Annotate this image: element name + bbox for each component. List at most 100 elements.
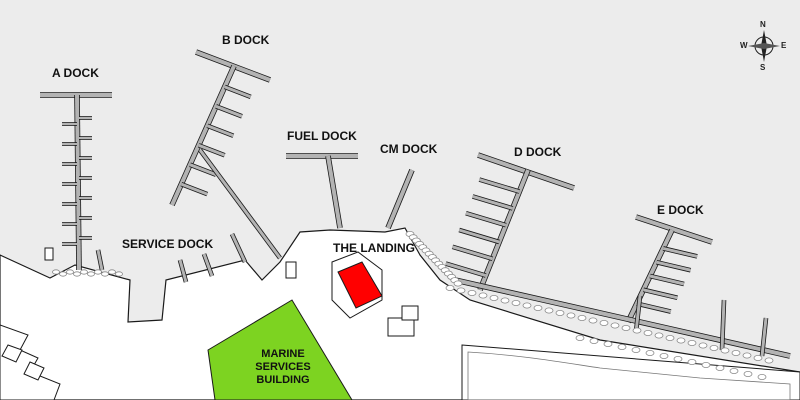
a-dock-label: A DOCK — [52, 66, 99, 80]
b-dock-finger — [215, 104, 243, 118]
compass-s: S — [760, 63, 766, 72]
e-dock-finger — [649, 274, 685, 286]
rock — [575, 334, 585, 341]
service-dock-finger — [96, 249, 104, 271]
d-dock-finger — [445, 262, 487, 278]
rock — [610, 322, 620, 329]
rock — [632, 327, 642, 334]
rock — [544, 307, 554, 314]
rock — [59, 271, 67, 277]
rock — [478, 292, 488, 299]
rock — [631, 346, 641, 353]
d-dock-finger — [458, 228, 500, 244]
rock — [87, 271, 95, 277]
rock — [645, 349, 655, 356]
lower-right-parking — [467, 351, 791, 400]
rock — [742, 352, 752, 359]
e-dock-finger — [636, 302, 672, 314]
b-dock-finger — [180, 182, 208, 196]
service-dock-finger — [202, 253, 214, 277]
b-dock-main — [170, 65, 236, 206]
dock-structures — [40, 49, 791, 359]
rock — [617, 343, 627, 350]
marine-services-label-line3: BUILDING — [256, 374, 310, 386]
rock — [621, 324, 631, 331]
b-dock-finger — [224, 85, 252, 99]
rock — [66, 269, 74, 275]
d-dock-finger — [452, 245, 493, 261]
rock — [456, 287, 466, 294]
b-dock-spur — [198, 149, 282, 259]
rock — [729, 367, 739, 374]
rock — [500, 297, 510, 304]
rock — [522, 302, 532, 309]
rock — [511, 299, 521, 306]
d-dock-finger — [478, 178, 520, 194]
d-dock-main — [478, 169, 530, 291]
rock — [698, 342, 708, 349]
rock — [687, 358, 697, 365]
a-dock-main — [75, 94, 81, 271]
compass-n: N — [760, 20, 766, 29]
compass-e: E — [781, 41, 787, 50]
e-dock-finger — [662, 246, 698, 258]
a-dock-gangway — [44, 247, 54, 261]
rock — [709, 344, 719, 351]
rock — [654, 332, 664, 339]
marine-services-label: MARINE SERVICES BUILDING — [238, 348, 328, 387]
g-dock-finger — [720, 299, 726, 351]
e-dock-head — [635, 215, 713, 244]
rock — [52, 269, 60, 275]
rock — [115, 271, 123, 277]
rock — [555, 309, 565, 316]
rock — [687, 339, 697, 346]
rock — [80, 269, 88, 275]
e-dock-label: E DOCK — [657, 203, 704, 217]
rock — [676, 337, 686, 344]
b-dock-label: B DOCK — [222, 33, 270, 47]
rock — [603, 340, 613, 347]
service-dock-finger — [178, 259, 188, 283]
lower-right-land — [461, 344, 800, 400]
marine-services-label-line1: MARINE — [261, 348, 305, 360]
rock — [453, 280, 463, 287]
rock — [659, 352, 669, 359]
compass-w: W — [740, 41, 748, 50]
compass-rose-icon — [748, 30, 780, 62]
rock — [108, 269, 116, 275]
b-dock-finger — [206, 124, 234, 138]
rock — [73, 271, 81, 277]
service-dock-label: SERVICE DOCK — [122, 237, 214, 251]
rock — [577, 314, 587, 321]
rock — [643, 329, 653, 336]
rock — [757, 373, 767, 380]
rock — [489, 294, 499, 301]
rock — [101, 271, 109, 277]
e-dock-finger — [656, 260, 691, 272]
marine-services-label-line2: SERVICES — [255, 361, 311, 373]
rock — [753, 354, 763, 361]
rock — [588, 317, 598, 324]
g-dock-finger — [760, 317, 768, 357]
small-building-annex — [401, 305, 419, 321]
rock — [533, 304, 543, 311]
cm-dock-main — [386, 169, 414, 229]
g-dock-main — [454, 278, 791, 358]
lower-left-buildings — [0, 324, 61, 400]
rock — [665, 334, 675, 341]
cm-dock-label: CM DOCK — [380, 142, 438, 156]
g-dock-finger — [634, 295, 642, 333]
rock — [467, 289, 477, 296]
landing-gangway — [285, 261, 297, 279]
rock — [445, 284, 455, 291]
rock — [599, 319, 609, 326]
fuel-dock-label: FUEL DOCK — [287, 129, 357, 143]
fuel-dock-main — [326, 155, 342, 229]
rock — [731, 349, 741, 356]
service-dock-finger — [230, 233, 247, 263]
rock — [743, 370, 753, 377]
marine-services-building — [207, 299, 353, 400]
rock — [715, 364, 725, 371]
